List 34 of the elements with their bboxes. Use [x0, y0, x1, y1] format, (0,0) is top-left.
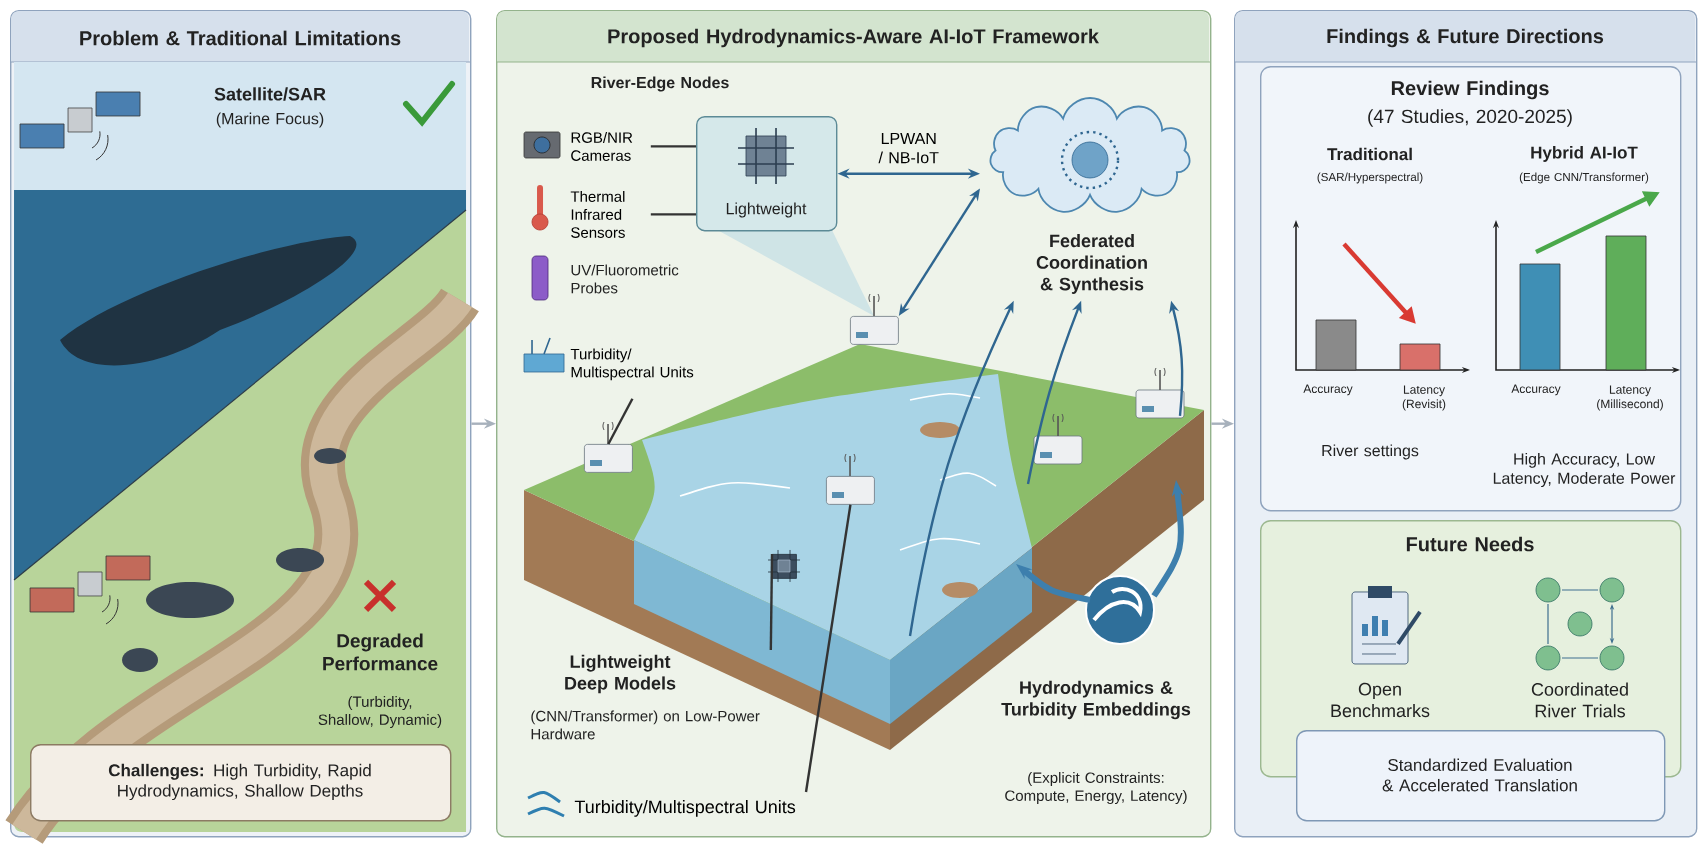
- chart-title: Hybrid AI-IoT: [1531, 146, 1638, 162]
- panel-header: Proposed Hydrodynamics-Aware AI-IoT Framework: [495, 11, 1211, 63]
- label-text: Degraded Performance: [323, 633, 438, 671]
- label-text: Satellite/SAR: [214, 87, 326, 101]
- router-drawing: [850, 293, 899, 345]
- card-heading: Future Needs: [1406, 536, 1534, 552]
- leader-line: [650, 145, 696, 148]
- icon-caption: Coordinated River Trials: [1531, 682, 1628, 718]
- router-drawing: [826, 453, 875, 505]
- panel-header: Problem & Traditional Limitations: [9, 11, 471, 63]
- model-label: Lightweight Deep Models: [565, 654, 676, 694]
- label-text: (Marine Focus): [216, 112, 324, 128]
- leader-line: [650, 213, 696, 216]
- node-label: Federated Coordination & Synthesis: [1036, 234, 1147, 294]
- river-block-drawing: [524, 344, 1204, 750]
- section-label: River-Edge Nodes: [591, 76, 729, 92]
- caption-text: River settings: [1322, 444, 1419, 460]
- card-heading: (47 Studies, 2020-2025): [1368, 109, 1572, 127]
- leader-line: [804, 504, 852, 793]
- panel-header: Findings & Future Directions: [1233, 11, 1697, 63]
- edge-label: LPWAN / NB-IoT: [870, 130, 947, 166]
- text-box: Standardized Evaluation & Accelerated Translation: [1296, 729, 1666, 822]
- leader-line: [607, 398, 634, 445]
- chart-title: Traditional: [1327, 147, 1412, 161]
- text-box: Challenges: High Turbidity, Rapid Hydrodynamics, Shallow Depths: [30, 743, 452, 822]
- icon-caption: Open Benchmarks: [1331, 682, 1430, 718]
- sensor-label: Turbidity/Multispectral Units: [574, 800, 796, 817]
- caption-text: High Accuracy, Low Latency, Moderate Power: [1493, 452, 1676, 488]
- leader-line: [769, 553, 774, 650]
- label-text: Hydrodynamics & Turbidity Embeddings: [1001, 680, 1191, 720]
- chip-icon: [767, 549, 801, 583]
- card-heading: Review Findings: [1391, 80, 1549, 100]
- callout-box: Lightweight: [696, 116, 874, 316]
- router-drawing: [584, 421, 633, 473]
